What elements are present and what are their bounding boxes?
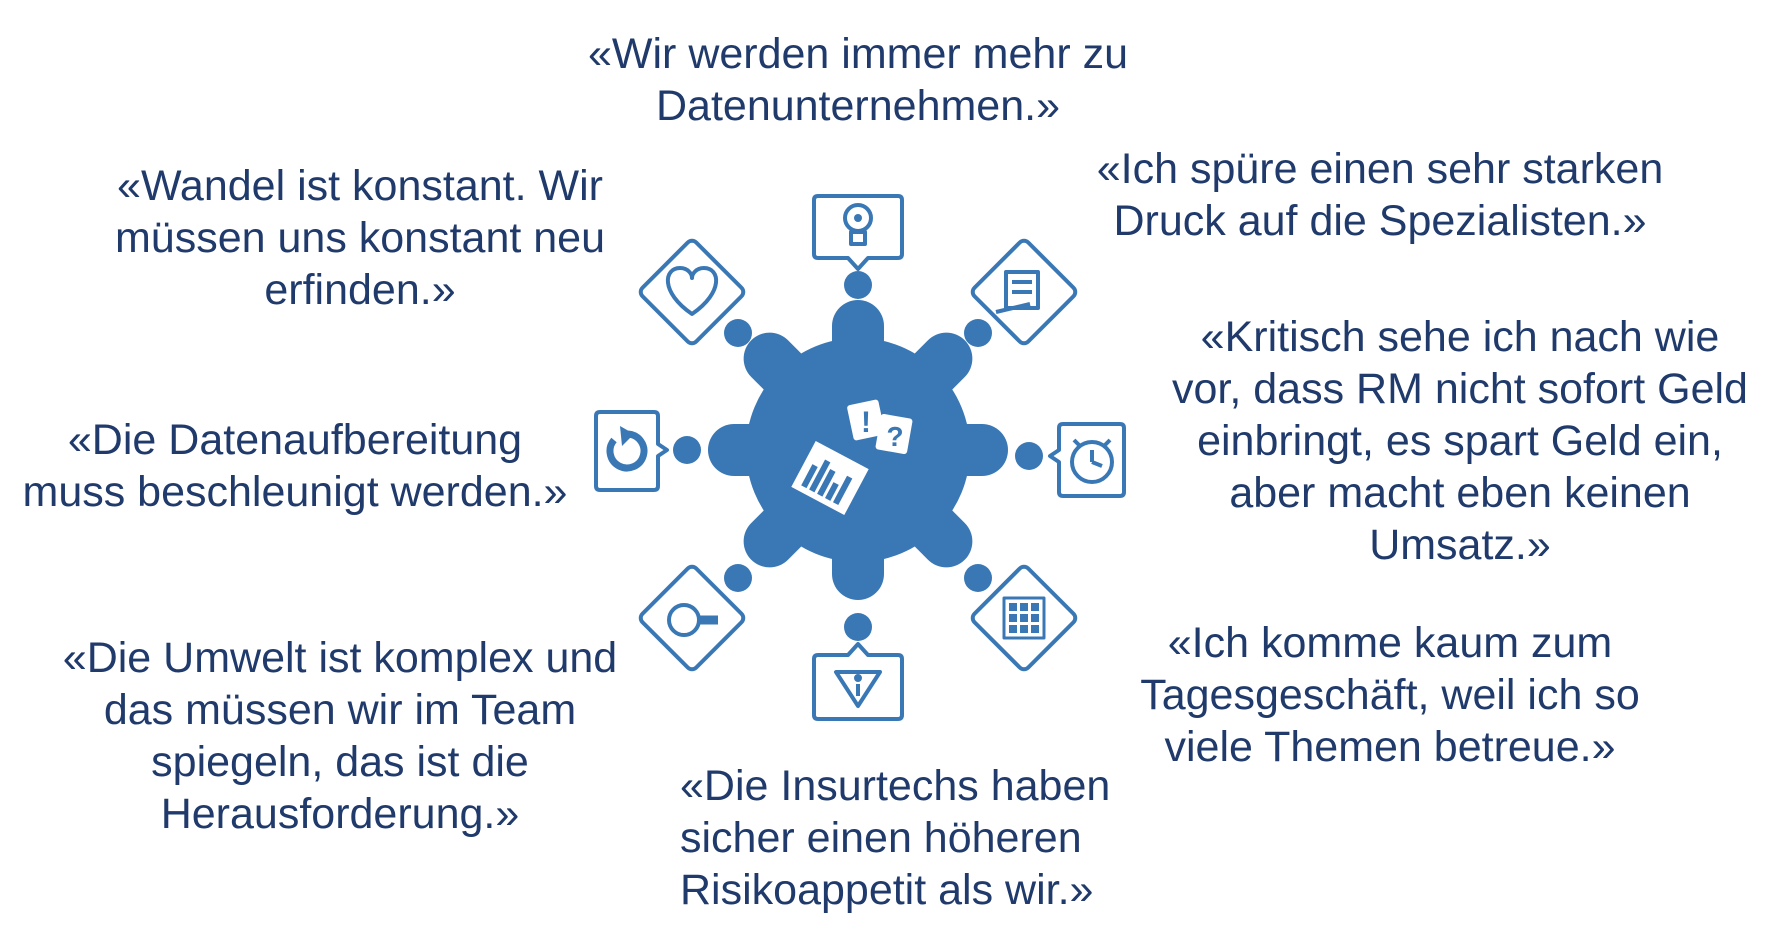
quote-right: «Kritisch sehe ich nach wie vor, dass RM… <box>1172 313 1748 569</box>
notepad-icon <box>970 238 1078 346</box>
info-icon <box>812 642 904 721</box>
head-bottom-right <box>964 564 992 592</box>
head-top-right <box>964 319 992 347</box>
head-right <box>1015 442 1043 470</box>
head-top-left <box>724 319 752 347</box>
quote-bottom-left: «Die Umwelt ist komplex und das müssen w… <box>62 634 618 838</box>
alarm-clock-icon <box>1048 422 1126 498</box>
head-top <box>844 271 872 299</box>
svg-text:?: ? <box>886 421 903 452</box>
head-bottom-left <box>724 564 752 592</box>
quote-top-left: «Wandel ist konstant. Wir müssen uns kon… <box>114 162 606 314</box>
round-table <box>746 338 970 562</box>
svg-text:!: ! <box>861 406 871 439</box>
quote-bottom: «Die Insurtechs haben sicher einen höher… <box>680 762 1111 914</box>
lightbulb-icon <box>812 194 904 271</box>
heart-icon <box>638 238 746 346</box>
magnifier-icon <box>638 564 746 672</box>
quote-bottom-right: «Ich komme kaum zum Tagesgeschäft, weil … <box>1140 619 1640 771</box>
quote-top: «Wir werden immer mehr zu Datenunternehm… <box>588 30 1128 130</box>
refresh-icon <box>594 410 669 492</box>
calculator-icon <box>970 564 1078 672</box>
head-bottom <box>844 613 872 641</box>
quote-top-right: «Ich spüre einen sehr starken Druck auf … <box>1096 145 1664 245</box>
question-exclamation-icon: ! ? <box>847 399 913 455</box>
quote-left: «Die Datenaufbereitung muss beschleunigt… <box>22 416 568 516</box>
head-left <box>673 436 701 464</box>
chart-document-icon <box>791 440 869 516</box>
